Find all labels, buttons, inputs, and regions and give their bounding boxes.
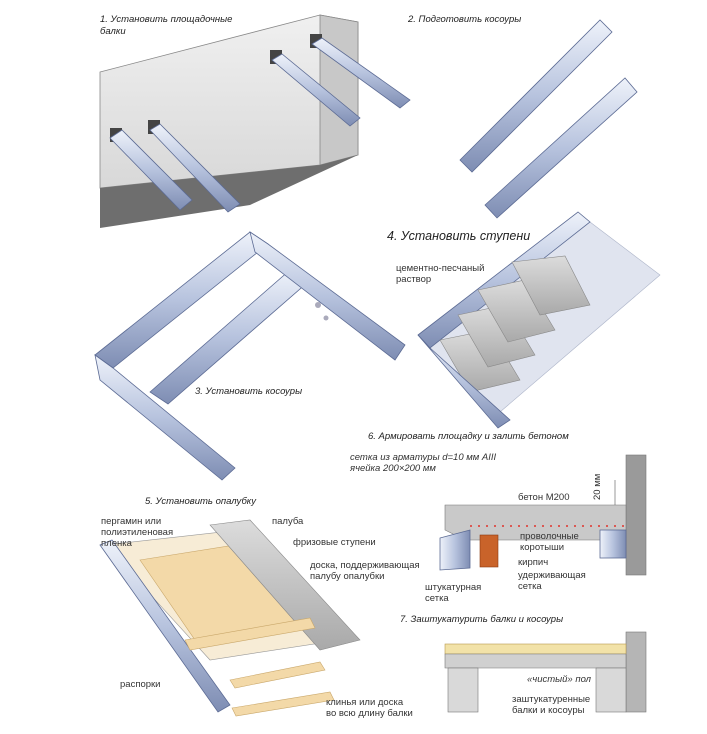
step2-stringers [459,19,638,219]
step4-steps-installed [417,211,661,429]
label-mesh: сетка из арматуры d=10 мм AIII ячейка 20… [350,452,497,474]
label-spacers: распорки [120,679,161,690]
step1-wall-with-beams [99,14,411,228]
label-deck: палуба [272,516,304,527]
step5-caption: 5. Установить опалубку [145,496,257,507]
label-film: пергамин или полиэтиленовая пленка [101,516,174,549]
step7-caption: 7. Заштукатурить балки и косоуры [400,614,564,625]
label-plastered: заштукатуренные балки и косоуры [512,694,591,716]
label-plaster-mesh: штукатурная сетка [425,582,482,604]
label-retaining-mesh: удерживающая сетка [518,570,586,592]
step6-landing-section [439,454,647,576]
label-clean-floor: «чистый» пол [527,674,592,685]
label-frieze-steps: фризовые ступени [293,537,376,548]
label-mortar: цементно-песчаный раствор [396,263,485,285]
label-wedges: клинья или доска во всю длину балки [326,697,413,719]
label-wire-shims: проволочные коротыши [520,531,579,553]
step3-stringers-installed [94,231,406,481]
label-brick: кирпич [518,557,549,568]
step1-caption: 1. Установить площадочные балки [100,14,233,37]
step6-caption: 6. Армировать площадку и залить бетоном [368,431,569,442]
step2-caption: 2. Подготовить косоуры [408,14,522,25]
step7-plastered-section [444,631,647,713]
label-support-board: доска, поддерживающая палубу опалубки [310,560,420,582]
label-concrete: бетон М200 [518,492,570,503]
step4-caption: 4. Установить ступени [387,229,531,243]
step3-caption: 3. Установить косоуры [195,386,303,397]
label-thickness: 20 мм [592,473,603,500]
step5-formwork [99,519,361,717]
